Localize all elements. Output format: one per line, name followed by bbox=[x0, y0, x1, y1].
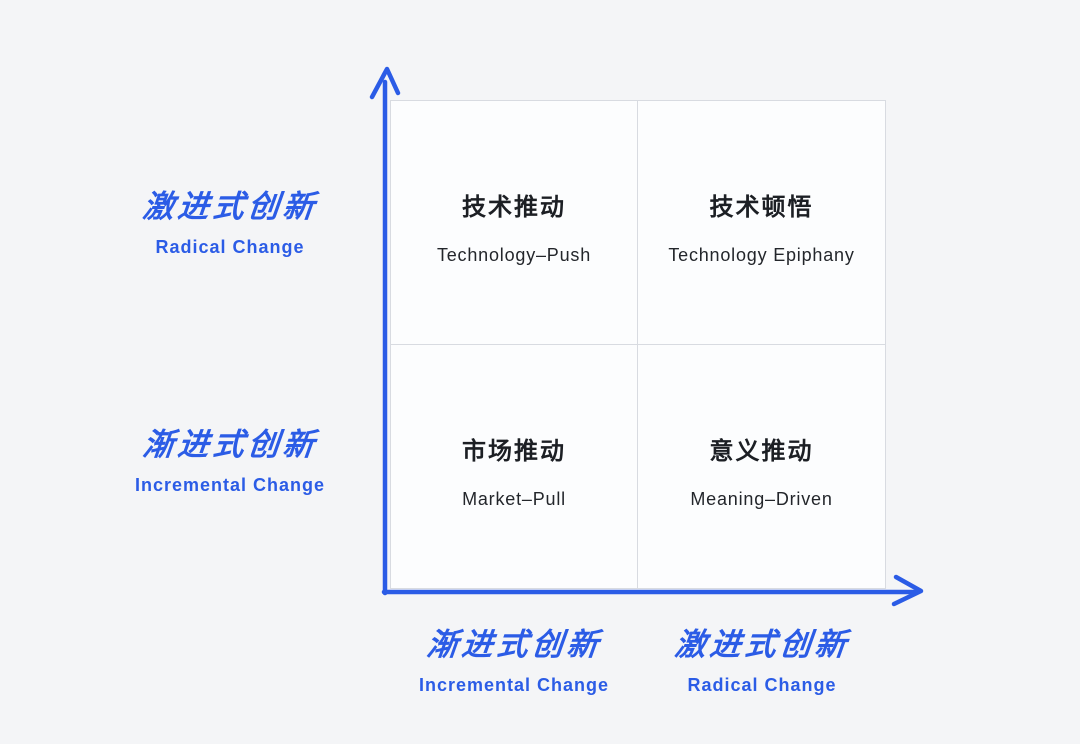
quadrant-label-en: Market–Pull bbox=[462, 488, 566, 509]
quadrant-label-en: Meaning–Driven bbox=[690, 488, 833, 509]
quadrant-meaning-driven: 意义推动 Meaning–Driven bbox=[638, 345, 885, 589]
x-axis-label-radical-change: 激进式创新 Radical Change bbox=[638, 626, 886, 697]
x-axis-arrowhead-icon bbox=[891, 574, 924, 607]
matrix-grid: 技术推动 Technology–Push 技术顿悟 Technology Epi… bbox=[390, 100, 886, 589]
quadrant-label-zh: 市场推动 bbox=[462, 438, 566, 466]
quadrant-technology-epiphany: 技术顿悟 Technology Epiphany bbox=[638, 101, 885, 345]
x-axis-label-incremental-change: 渐进式创新 Incremental Change bbox=[390, 626, 638, 697]
x-axis-label-en: Radical Change bbox=[687, 675, 837, 696]
x-axis-label-zh: 激进式创新 bbox=[672, 627, 852, 662]
quadrant-label-zh: 意义推动 bbox=[709, 438, 814, 466]
quadrant-market-pull: 市场推动 Market–Pull bbox=[391, 344, 638, 588]
quadrant-technology-push: 技术推动 Technology–Push bbox=[391, 101, 638, 345]
x-axis-label-en: Incremental Change bbox=[418, 675, 610, 696]
y-axis-label-radical-change: 激进式创新 Radical Change bbox=[40, 188, 420, 259]
quadrant-label-zh: 技术顿悟 bbox=[709, 194, 814, 222]
y-axis-arrowhead-icon bbox=[369, 66, 401, 100]
y-axis-label-zh: 渐进式创新 bbox=[140, 427, 320, 462]
quadrant-label-zh: 技术推动 bbox=[462, 194, 566, 222]
quadrant-label-en: Technology Epiphany bbox=[668, 244, 855, 265]
x-axis-label-zh: 渐进式创新 bbox=[424, 627, 604, 662]
y-axis-label-en: Radical Change bbox=[155, 237, 305, 258]
quadrant-label-en: Technology–Push bbox=[436, 244, 592, 265]
y-axis-label-incremental-change: 渐进式创新 Incremental Change bbox=[40, 426, 420, 497]
y-axis-label-en: Incremental Change bbox=[134, 475, 326, 496]
y-axis-label-zh: 激进式创新 bbox=[140, 189, 320, 224]
